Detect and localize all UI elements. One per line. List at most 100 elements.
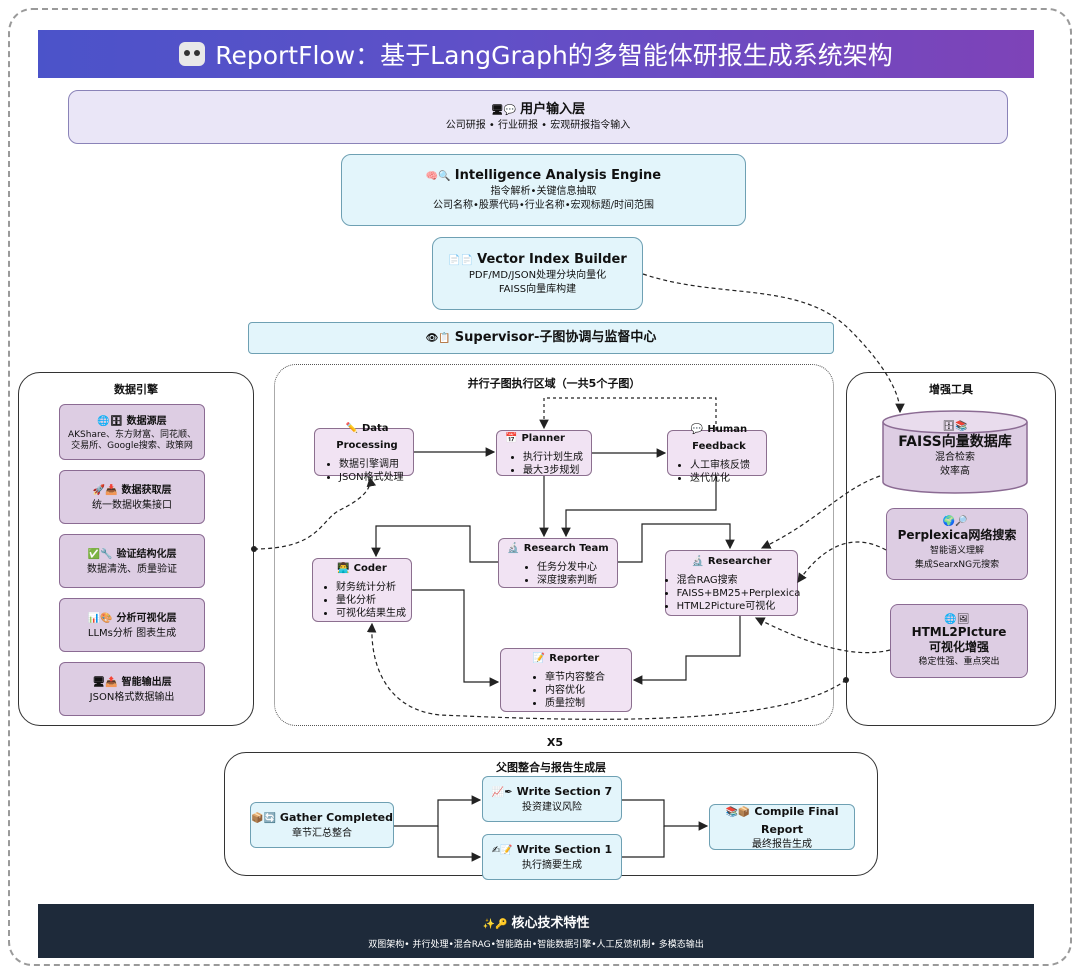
- user-input-subtitle: 公司研报 • 行业研报 • 宏观研报指令输入: [445, 120, 631, 131]
- section7-desc: 投资建议风险: [522, 802, 582, 813]
- vector-line2: FAISS向量库构建: [498, 283, 577, 295]
- data-processing-list: 数据引擎调用JSON格式处理: [321, 458, 404, 484]
- data-source-title: 数据源层: [126, 415, 167, 427]
- output-title: 智能输出层: [121, 676, 172, 688]
- section7-title: Write Section 7: [516, 785, 613, 798]
- human-feedback-list: 人工审核反馈迭代优化: [672, 459, 750, 485]
- analysis-title: 分析可视化层: [116, 612, 177, 624]
- database-icon: 🗄📚: [942, 421, 968, 432]
- chart-icon: 📊🎨: [87, 612, 113, 624]
- core-features-footer: ✨🔑核心技术特性 双图架构• 并行处理•混合RAG•智能路由•智能数据引擎•人工…: [38, 904, 1034, 958]
- rocket-icon: 🚀📥: [92, 484, 118, 496]
- human-feedback-title: Human Feedback: [692, 424, 748, 452]
- compile-node: 📚📦Compile Final Report 最终报告生成: [709, 804, 855, 850]
- list-item: 执行计划生成: [523, 451, 583, 464]
- list-item: 人工审核反馈: [690, 459, 750, 472]
- list-item: 混合RAG搜索: [677, 574, 801, 587]
- engine-line2: 公司名称•股票代码•行业名称•宏观标题/时间范围: [432, 200, 655, 211]
- engine-title: Intelligence Analysis Engine: [454, 168, 662, 183]
- perplexica-line2: 集成SearxNG元搜索: [914, 560, 1000, 570]
- section7-node: 📈✒Write Section 7 投资建议风险: [482, 776, 622, 822]
- user-input-layer: 🖥💬用户输入层 公司研报 • 行业研报 • 宏观研报指令输入: [68, 90, 1008, 144]
- faiss-title: FAISS向量数据库: [898, 434, 1012, 450]
- html2picture-line1: 稳定性强、重点突出: [918, 656, 1000, 667]
- html2picture-title2: 可视化增强: [928, 639, 989, 654]
- vector-title: Vector Index Builder: [477, 251, 627, 267]
- faiss-line2: 效率高: [940, 466, 970, 477]
- output-layer: 🖥📤智能输出层 JSON格式数据输出: [59, 662, 205, 716]
- calendar-icon: 📅: [505, 432, 518, 444]
- faiss-content: 🗄📚 FAISS向量数据库 混合检索 效率高: [882, 414, 1028, 479]
- list-item: 数据引擎调用: [339, 458, 404, 471]
- brain-search-icon: 🧠🔍: [425, 171, 451, 182]
- validation-layer: ✅🔧验证结构化层 数据清洗、质量验证: [59, 534, 205, 588]
- footer-desc: 双图架构• 并行处理•混合RAG•智能路由•智能数据引擎•人工反馈机制• 多模态…: [368, 940, 704, 950]
- data-fetch-title: 数据获取层: [121, 484, 172, 496]
- researcher-list: 混合RAG搜索FAISS+BM25+PerplexicaHTML2Picture…: [663, 574, 801, 613]
- supervisor-title: Supervisor-子图协调与监督中心: [454, 330, 657, 345]
- gather-node: 📦🔄Gather Completed 章节汇总整合: [250, 802, 394, 848]
- list-item: 内容优化: [545, 684, 605, 697]
- reporter-node: 📝Reporter 章节内容整合内容优化质量控制: [500, 648, 632, 712]
- list-item: HTML2Picture可视化: [677, 600, 801, 613]
- human-feedback-node: 💬Human Feedback 人工审核反馈迭代优化: [667, 424, 767, 484]
- reporter-list: 章节内容整合内容优化质量控制: [527, 671, 605, 710]
- globe-db-icon: 🌐🗄: [97, 415, 123, 427]
- gather-title: Gather Completed: [279, 811, 393, 824]
- coder-node: 👨‍💻Coder 财务统计分析量化分析可视化结果生成: [312, 558, 412, 622]
- compile-desc: 最终报告生成: [752, 838, 812, 850]
- output-desc: JSON格式数据输出: [89, 691, 175, 703]
- box-icon: 📦🔄: [251, 813, 276, 824]
- vector-index-builder: 📄📄Vector Index Builder PDF/MD/JSON处理分块向量…: [432, 237, 643, 310]
- intelligence-engine: 🧠🔍Intelligence Analysis Engine 指令解析•关键信息…: [341, 154, 746, 226]
- list-item: 迭代优化: [690, 472, 750, 485]
- html2picture-title1: HTML2PIcture: [911, 624, 1007, 639]
- image-icon: 🌐🖼: [944, 613, 970, 625]
- section1-node: ✍📝Write Section 1 执行摘要生成: [482, 834, 622, 880]
- footer-title: 核心技术特性: [511, 916, 590, 931]
- planner-node: 📅Planner 执行计划生成最大3步规划: [496, 430, 592, 476]
- multiplier-label: X5: [546, 736, 564, 749]
- data-source-layer: 🌐🗄数据源层 AKShare、东方财富、同花顺、交易所、Google搜索、政策网: [59, 404, 205, 460]
- note-icon: 📝: [532, 653, 546, 664]
- analysis-layer: 📊🎨分析可视化层 LLMs分析 图表生成: [59, 598, 205, 652]
- research-team-title: Research Team: [523, 542, 609, 554]
- list-item: 可视化结果生成: [336, 607, 406, 620]
- page-title: ReportFlow：基于LangGraph的多智能体研报生成系统架构: [215, 41, 893, 70]
- document-icon: 📄📄: [448, 254, 474, 266]
- list-item: 任务分发中心: [537, 561, 597, 574]
- planner-list: 执行计划生成最大3步规划: [505, 451, 583, 477]
- validation-title: 验证结构化层: [116, 548, 177, 560]
- star-key-icon: ✨🔑: [482, 919, 508, 930]
- globe-search-icon: 🌍🔎: [942, 516, 968, 527]
- list-item: 财务统计分析: [336, 581, 406, 594]
- tools-title: 增强工具: [929, 383, 973, 396]
- validation-desc: 数据清洗、质量验证: [87, 563, 177, 575]
- list-item: 质量控制: [545, 697, 605, 710]
- microscope-icon: 🔬: [691, 556, 704, 567]
- html2picture-tool: 🌐🖼 HTML2PIcture 可视化增强 稳定性强、重点突出: [890, 604, 1028, 678]
- faiss-line1: 混合检索: [935, 452, 975, 463]
- monitor-chat-icon: 🖥💬: [490, 105, 517, 116]
- perplexica-title: Perplexica网络搜索: [897, 528, 1017, 542]
- data-engine-title: 数据引擎: [114, 383, 158, 396]
- reporter-title: Reporter: [549, 653, 600, 664]
- vector-line1: PDF/MD/JSON处理分块向量化: [468, 269, 607, 281]
- outer-frame: [8, 8, 1072, 966]
- research-team-node: 🔬Research Team 任务分发中心深度搜索判断: [498, 538, 618, 588]
- parallel-title: 并行子图执行区域（一共5个子图）: [467, 377, 641, 390]
- section1-title: Write Section 1: [516, 843, 613, 856]
- perplexica-line1: 智能语义理解: [929, 546, 984, 556]
- data-source-desc: AKShare、东方财富、同花顺、交易所、Google搜索、政策网: [67, 429, 197, 451]
- team-icon: 🔬: [507, 542, 520, 554]
- engine-line1: 指令解析•关键信息抽取: [490, 186, 597, 197]
- chart-pen-icon: 📈✒: [491, 787, 513, 798]
- list-item: 量化分析: [336, 594, 406, 607]
- faiss-cylinder: [882, 410, 1028, 494]
- data-fetch-desc: 统一数据收集接口: [92, 499, 172, 511]
- list-item: 章节内容整合: [545, 671, 605, 684]
- monitor-icon: 🖥📤: [92, 676, 118, 688]
- supervisor-center: 👁📋Supervisor-子图协调与监督中心: [248, 322, 834, 354]
- user-input-title: 用户输入层: [520, 102, 586, 117]
- parent-title: 父图整合与报告生成层: [496, 761, 606, 774]
